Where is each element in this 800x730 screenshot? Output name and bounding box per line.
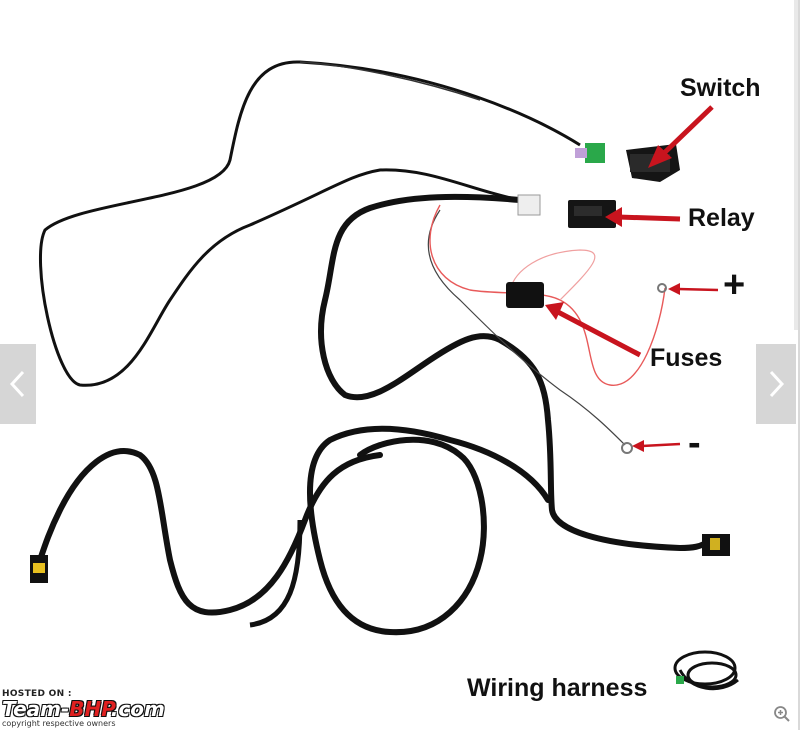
chevron-left-icon [9,370,25,398]
next-image-button[interactable] [756,344,796,424]
watermark-hosted-text: HOSTED ON : [2,689,72,699]
watermark-brand-accent: BHP [69,697,111,721]
label-relay: Relay [688,204,755,232]
label-minus: - [688,422,701,464]
label-plus: + [723,264,746,306]
zoom-in-icon [774,706,790,722]
team-bhp-watermark: HOSTED ON : Team-BHP.com copyright respe… [2,689,192,729]
prev-image-button[interactable] [0,344,36,424]
frame-border [798,0,800,730]
chevron-right-icon [769,370,785,398]
zoom-button[interactable] [770,702,794,726]
watermark-brand-prefix: Team- [2,697,70,721]
watermark-brand-suffix: .com [110,697,165,721]
label-wiring-harness: Wiring harness [467,674,648,702]
watermark-copyright: copyright respective owners [2,719,116,728]
frame-shadow [794,0,800,330]
label-fuses: Fuses [650,344,723,372]
label-switch: Switch [680,74,761,102]
watermark-brand: Team-BHP.com [2,699,192,719]
